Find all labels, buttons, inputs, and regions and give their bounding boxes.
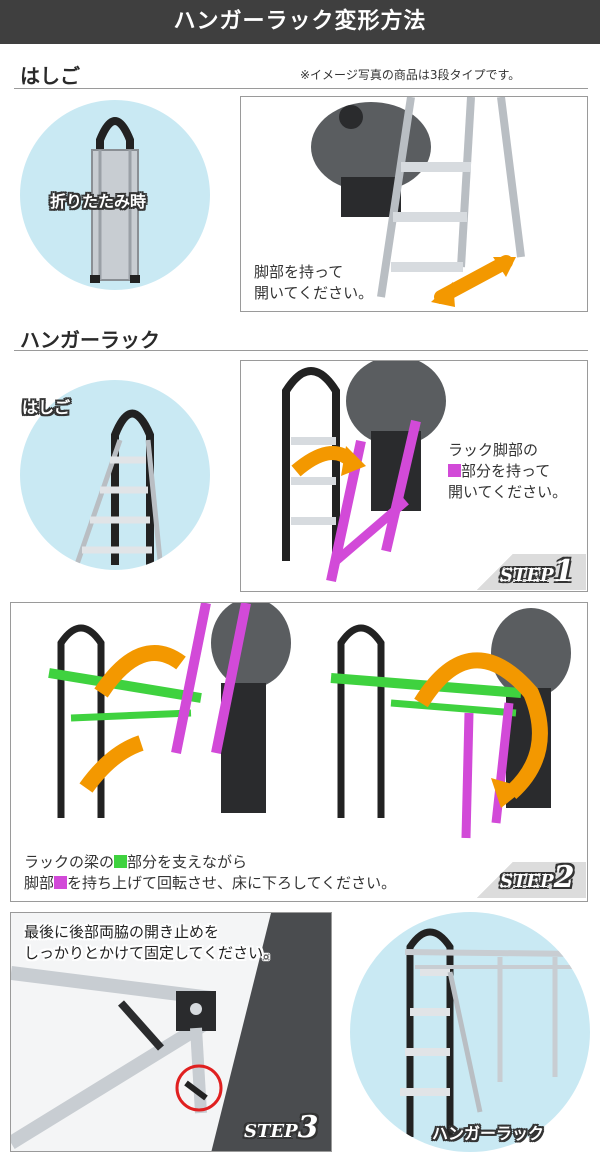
photo-open-legs: [240, 96, 588, 312]
photo-step1-illustration: [282, 361, 446, 583]
step2-number: 2: [553, 860, 575, 895]
magenta-marker: [54, 876, 68, 889]
section-rule: [14, 350, 588, 351]
step2-badge: STEP2: [500, 860, 575, 895]
caption-step2: ラックの梁の部分を支えながら 脚部を持ち上げて回転させ、床に下ろしてください。: [24, 852, 396, 894]
hanger-rack-illustration: [400, 928, 581, 1137]
step1-badge: STEP1: [500, 554, 575, 589]
photo-step3: [10, 912, 332, 1152]
caption-step2-line2b: を持ち上げて回転させ、床に下ろしてください。: [67, 874, 397, 892]
caption-step2-line1a: ラックの梁の: [24, 853, 115, 871]
green-marker: [114, 855, 128, 868]
folded-ladder-circle: [20, 100, 210, 290]
photo-open-legs-illustration: [311, 97, 525, 307]
caption-step2-line1b: 部分を支えながら: [127, 853, 248, 871]
step2-badge-bg: [466, 862, 586, 898]
section-title-rack: ハンガーラック: [20, 328, 160, 352]
lock-highlight-circle: [175, 1064, 223, 1112]
section-title-ladder: はしご: [20, 64, 80, 88]
step2-word: STEP: [500, 871, 554, 892]
caption-step1-line2: 部分を持って: [461, 462, 551, 480]
ladder-circle: [20, 380, 210, 570]
caption-step1-line3: 開いてください。: [448, 483, 568, 501]
page-header: ハンガーラック変形方法: [0, 0, 600, 44]
step1-badge-bg: [466, 554, 586, 590]
caption-open-legs: 脚部を持って 開いてください。: [254, 262, 373, 304]
section-rule: [14, 88, 588, 89]
folded-ladder-illustration: [90, 117, 140, 283]
step1-number: 1: [553, 554, 575, 589]
hanger-rack-circle: [350, 912, 590, 1152]
step3-word: STEP: [244, 1121, 298, 1142]
step3-number: 3: [297, 1110, 319, 1145]
step3-badge: STEP3: [244, 1110, 319, 1145]
step1-word: STEP: [500, 565, 554, 586]
hanger-rack-label: ハンガーラック: [432, 1124, 545, 1143]
caption-step1: ラック脚部の 部分を持って 開いてください。: [448, 440, 567, 503]
photo-step2: [10, 602, 588, 902]
caption-open-legs-line2: 開いてください。: [254, 284, 374, 302]
folded-label: 折りたたみ時: [50, 192, 147, 211]
caption-step3-line2: しっかりとかけて固定してください。: [24, 944, 279, 962]
caption-step1-line1: ラック脚部の: [448, 441, 539, 459]
product-note: ※イメージ写真の商品は3段タイプです。: [300, 68, 521, 82]
caption-open-legs-line1: 脚部を持って: [254, 263, 344, 281]
ladder-illustration: [72, 409, 163, 570]
ladder-label: はしご: [22, 398, 71, 417]
photo-step1: [240, 360, 588, 592]
caption-step2-line2a: 脚部: [24, 874, 55, 892]
caption-step3-line1: 最後に後部両脇の開き止めを: [24, 923, 220, 941]
magenta-marker: [448, 464, 461, 477]
caption-step3: 最後に後部両脇の開き止めを しっかりとかけて固定してください。: [24, 922, 278, 964]
photo-step3-illustration: [11, 913, 331, 1151]
photo-step2-illustration: [48, 603, 571, 839]
